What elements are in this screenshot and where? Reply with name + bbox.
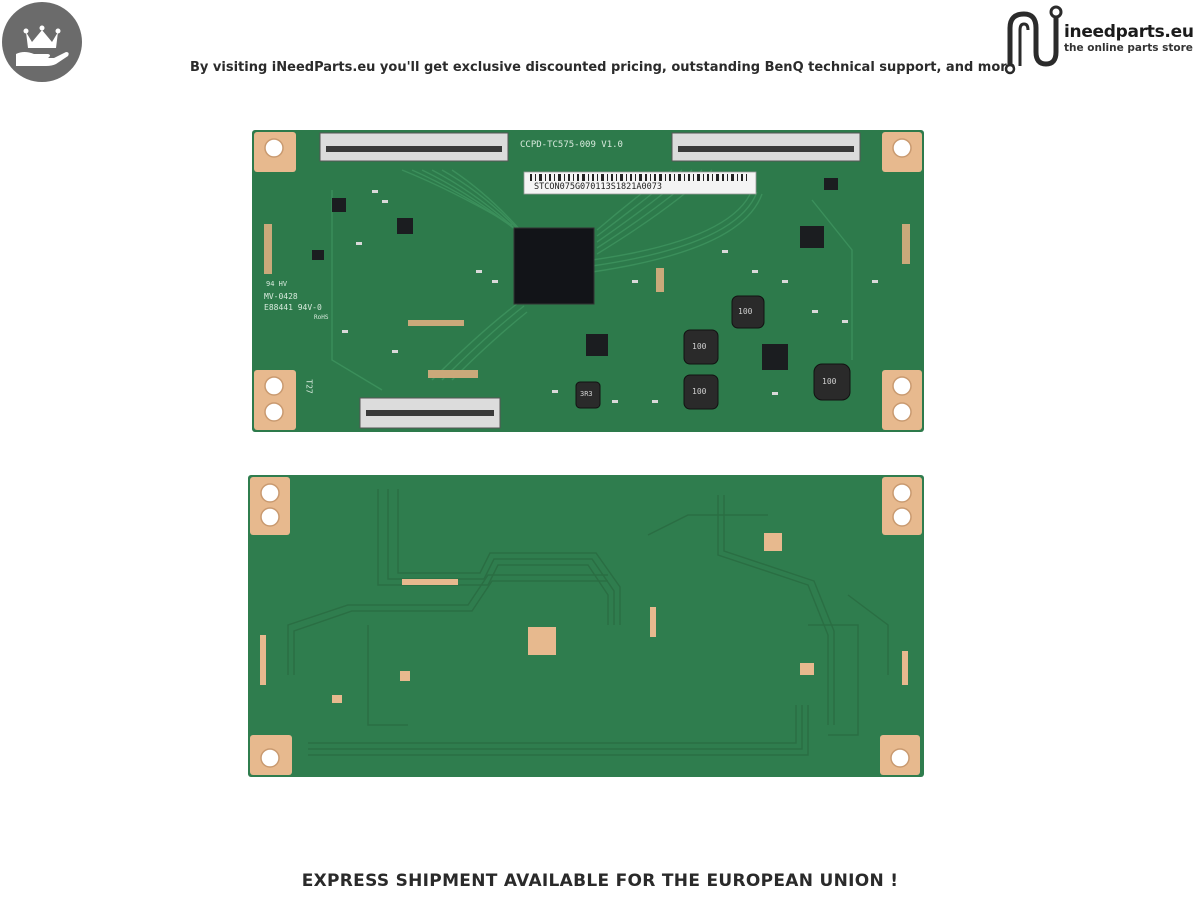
inductor-code-2: 100: [692, 342, 707, 351]
brand-name: ineedparts.eu: [1064, 22, 1194, 42]
board-marking-mv: MV-0428: [264, 292, 298, 301]
pcb-back-artwork: [250, 477, 922, 775]
brand-logo[interactable]: ineedparts.eu the online parts store: [1000, 2, 1200, 75]
pcb-front-artwork: [254, 132, 922, 430]
brand-emblem-icon: [1004, 5, 1063, 75]
board-barcode-label: STCON075G070113S1821A0073: [534, 182, 662, 192]
pcb-board-back: [248, 475, 924, 777]
pcb-board-front: CCPD-TC575-009 V1.0 STCON075G070113S1821…: [252, 130, 924, 432]
shipping-banner: EXPRESS SHIPMENT AVAILABLE FOR THE EUROP…: [301, 871, 899, 891]
board-edge-marking: T27: [304, 379, 314, 394]
inductor-code-4: 100: [822, 377, 837, 386]
inductor-code-1: 100: [738, 307, 753, 316]
board-marking-ul: E88441 94V-0: [264, 303, 322, 312]
crown-icon: [16, 25, 69, 66]
board-model-label: CCPD-TC575-009 V1.0: [520, 140, 623, 150]
inductor-code-5: 3R3: [580, 390, 593, 398]
board-marking-rohs: RoHS: [314, 314, 329, 321]
brand-subtitle: the online parts store: [1064, 42, 1193, 54]
crown-hand-badge: [2, 2, 82, 82]
board-marking-hv: 94 HV: [266, 280, 288, 288]
promo-tagline: By visiting iNeedParts.eu you'll get exc…: [190, 60, 1016, 75]
inductor-code-3: 100: [692, 387, 707, 396]
